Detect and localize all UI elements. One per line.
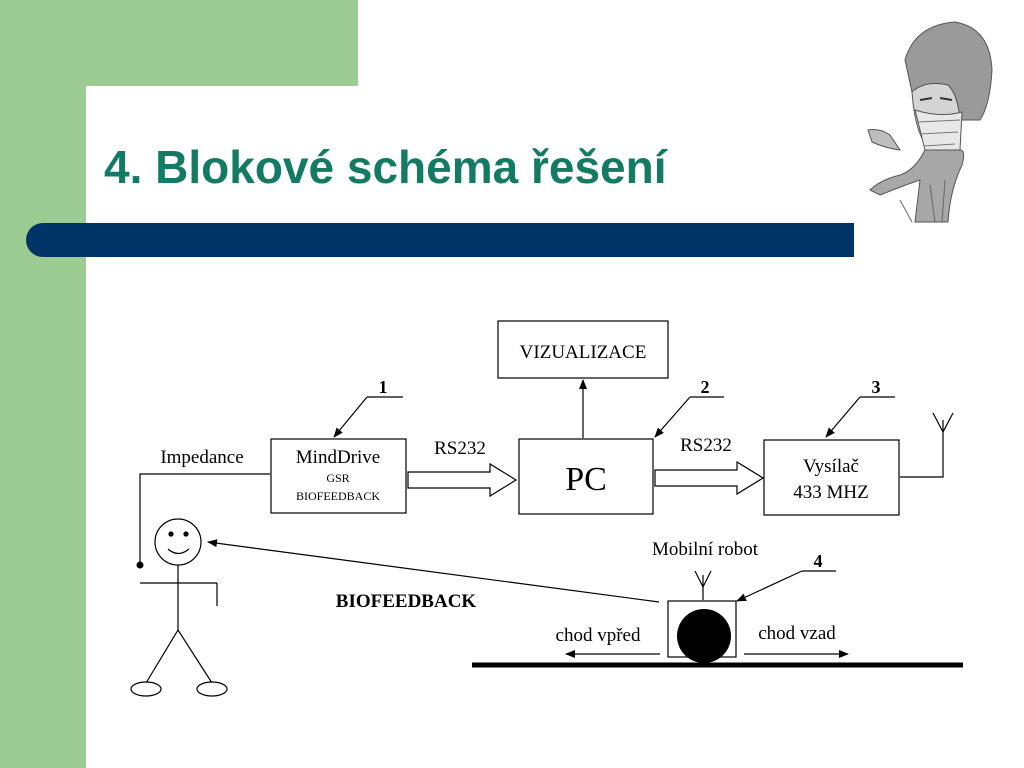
minddrive-block: MindDrive GSR BIOFEEDBACK (270, 438, 407, 514)
callout-1-number: 1 (379, 377, 388, 397)
biofeedback-label: BIOFEEDBACK (336, 591, 477, 612)
rs232-right-block-arrow (654, 460, 765, 496)
title-underline-bar (26, 223, 854, 257)
robot-antenna-icon (694, 570, 712, 600)
slide-title: 4. Blokové schéma řešení (104, 141, 667, 193)
chod-vzad-label: chod vzad (758, 623, 836, 644)
callout-4: 4 (736, 551, 836, 602)
impedance-wire (139, 473, 270, 565)
transmitter-antenna-icon (900, 412, 954, 478)
vysilac-line2: 433 MHZ (793, 482, 868, 503)
callout-3-number: 3 (872, 377, 881, 397)
callout-2-number: 2 (701, 377, 710, 397)
impedance-label: Impedance (160, 447, 243, 468)
left-accent-rail (0, 0, 86, 768)
rs232-right-label: RS232 (680, 435, 732, 456)
callout-2: 2 (654, 377, 724, 438)
callout-1: 1 (333, 377, 403, 438)
rs232-left-block-arrow (407, 462, 518, 498)
minddrive-biofeedback: BIOFEEDBACK (296, 489, 380, 503)
pc-block: PC (518, 438, 654, 515)
vizualizace-block: VIZUALIZACE (497, 320, 669, 379)
callout-3: 3 (825, 377, 895, 438)
electrode-dot (136, 561, 144, 569)
pc-label: PC (565, 461, 607, 498)
chod-vpred-label: chod vpřed (556, 625, 641, 646)
callout-4-number: 4 (814, 551, 823, 571)
vizualizace-label: VIZUALIZACE (520, 342, 647, 363)
rs232-left-label: RS232 (434, 438, 486, 459)
minddrive-title: MindDrive (296, 447, 380, 468)
mobilni-robot-label: Mobilní robot (652, 539, 759, 560)
vysilac-block: Vysílač 433 MHZ (763, 439, 900, 516)
minddrive-gsr: GSR (326, 471, 349, 485)
person-figure-icon (130, 518, 228, 697)
vysilac-line1: Vysílač (803, 456, 859, 477)
biofeedback-arrow (207, 539, 660, 603)
robot-wheel-icon (677, 609, 731, 663)
top-accent-block (86, 0, 358, 86)
content-panel (86, 86, 1024, 768)
